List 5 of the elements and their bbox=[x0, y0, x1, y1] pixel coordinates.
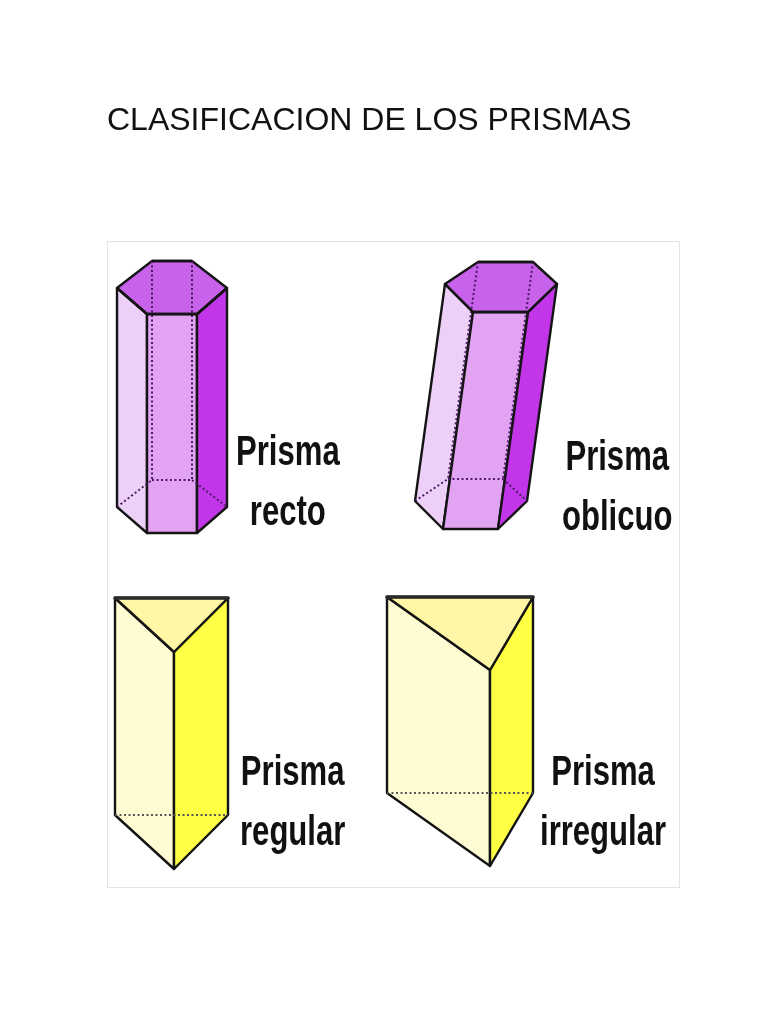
prism-label: Prisma irregular bbox=[540, 746, 667, 856]
prism-label: Prisma recto bbox=[236, 426, 340, 536]
title: CLASIFICACION DE LOS PRISMAS bbox=[107, 103, 632, 135]
prism-label: Prisma oblicuo bbox=[562, 431, 673, 541]
prism-label: Prisma regular bbox=[240, 746, 346, 856]
